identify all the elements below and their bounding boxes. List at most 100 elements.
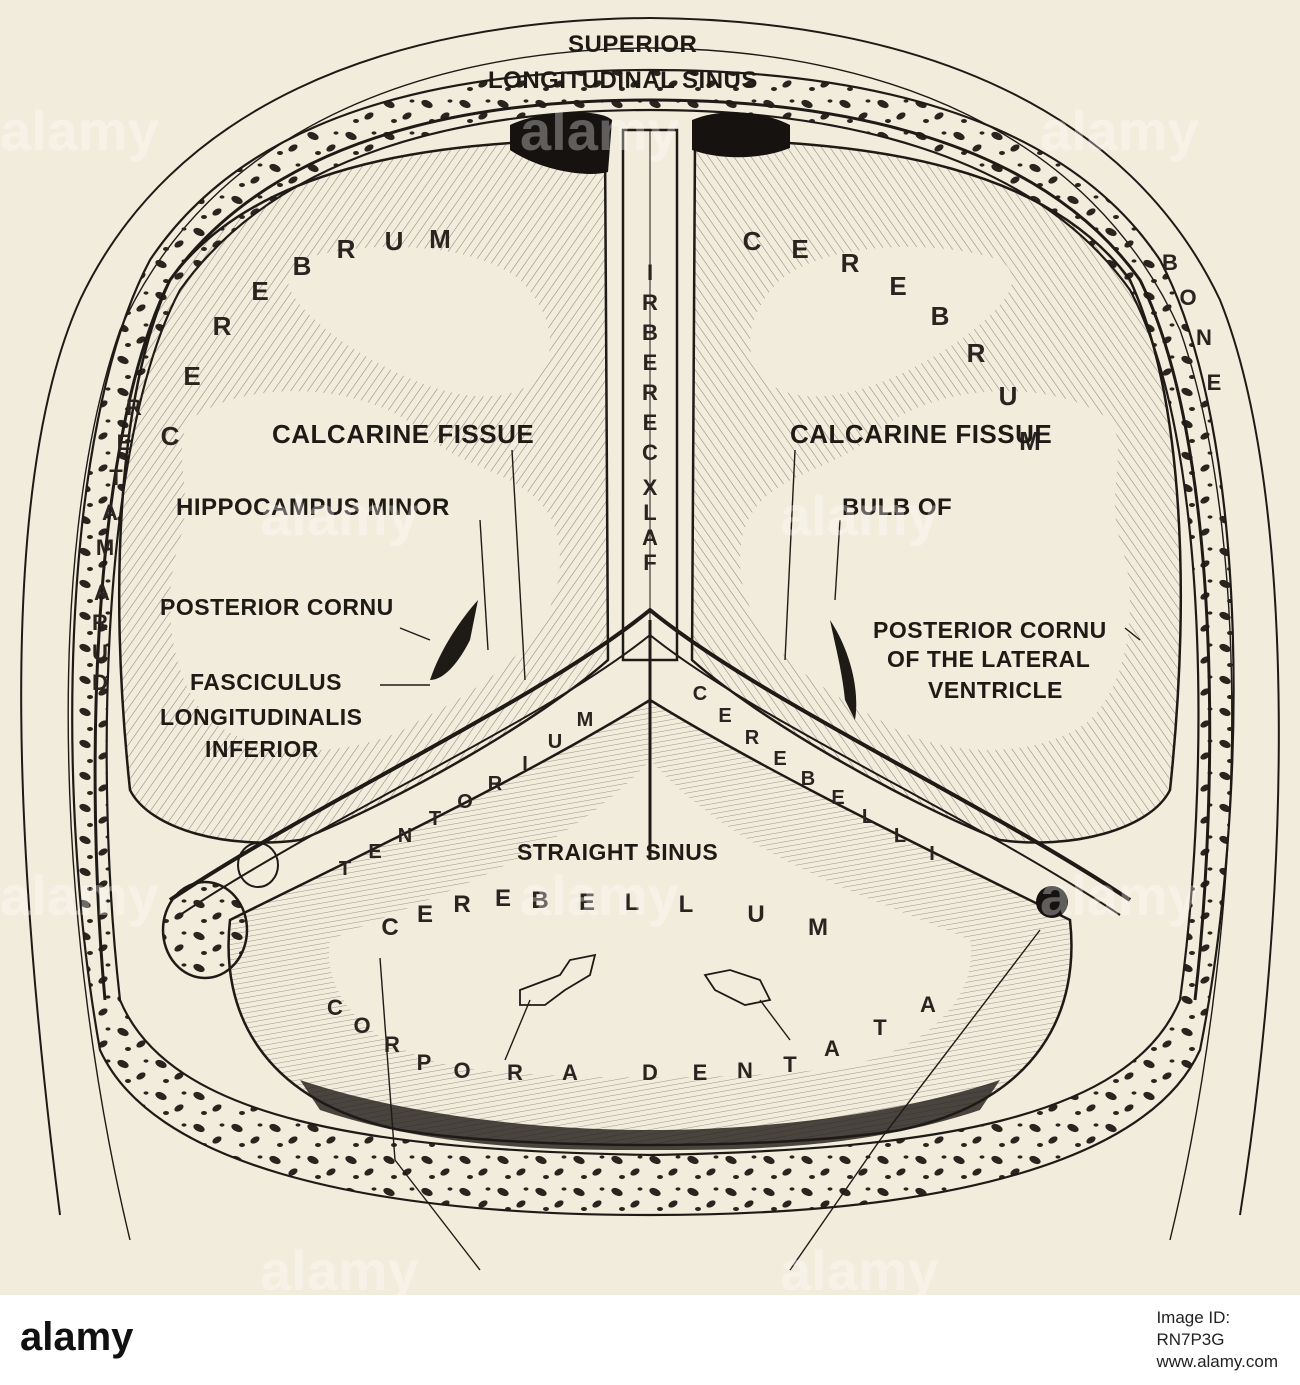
falx-letter: R — [642, 380, 658, 405]
cerebrum-left-letter: E — [183, 361, 200, 391]
label-superior: SUPERIOR — [568, 31, 697, 58]
falx-letter: E — [643, 350, 658, 375]
label-calcarine-fissue-left: CALCARINE FISSUE — [272, 419, 534, 449]
watermark: alamy — [0, 99, 159, 162]
cerebelli-letter: E — [773, 748, 786, 770]
falx-letter: R — [642, 290, 658, 315]
cerebellum-letter: E — [417, 901, 433, 928]
cerebelli-letter: L — [894, 825, 906, 847]
cerebelli-letter: I — [929, 843, 935, 865]
corpora-letter: N — [737, 1058, 753, 1083]
dura-letter: A — [102, 500, 118, 525]
cerebelli-letter: E — [718, 705, 731, 727]
scalp-outline — [20, 16, 1280, 1216]
cerebrum-left-letter: B — [293, 251, 312, 281]
label-longitudinal-sinus: LONGITUDINAL SINUS — [488, 67, 758, 94]
lateral-sinus-right — [1036, 886, 1068, 918]
bone-letter: N — [1196, 325, 1212, 350]
corpora-letter: P — [417, 1050, 432, 1075]
label-posterior-cornu-right-2: OF THE LATERAL — [887, 646, 1090, 672]
stock-footer: alamy Image ID: RN7P3G www.alamy.com — [0, 1295, 1300, 1385]
falx-letter: E — [643, 410, 658, 435]
cerebellum-letter: B — [531, 887, 548, 914]
posterior-cornu-right-shape — [830, 620, 857, 720]
label-fasciculus: FASCICULUS — [190, 669, 342, 695]
falx-letter: L — [643, 500, 656, 525]
cerebrum-left-letters: C E R E B R U M — [161, 224, 451, 451]
alamy-logo: alamy — [20, 1315, 134, 1359]
bone-letter: B — [1162, 250, 1178, 275]
falx-letter: I — [647, 260, 653, 285]
corpora-letter: C — [327, 995, 343, 1020]
tentorium-letter: M — [577, 709, 594, 731]
cerebellum-letter: E — [495, 885, 511, 912]
watermark: alamy — [1040, 864, 1199, 927]
label-posterior-cornu-right-3: VENTRICLE — [928, 677, 1063, 703]
watermark: alamy — [520, 99, 679, 162]
cerebrum-left-letter: E — [251, 276, 268, 306]
cerebrum-right-letter: M — [1019, 426, 1041, 456]
cerebellum-letter: U — [747, 901, 764, 928]
corpora-letter: D — [642, 1060, 658, 1085]
watermark: alamy — [260, 1239, 419, 1295]
label-posterior-cornu-right-1: POSTERIOR CORNU — [873, 617, 1107, 643]
leader-lines — [379, 449, 1141, 1271]
cerebelli-letter: B — [801, 768, 815, 790]
cerebrum-right-letter: B — [931, 301, 950, 331]
corpora-letter: O — [453, 1058, 470, 1083]
falx-letter: F — [643, 550, 656, 575]
corpora-letter: T — [873, 1015, 887, 1040]
dura-letter: D — [92, 670, 108, 695]
cerebelli-letter: L — [862, 806, 874, 828]
corpora-letter: O — [353, 1013, 370, 1038]
corpora-dentata-letters: C O R P O R A D E N T A T A — [327, 992, 936, 1085]
watermarks: alamy alamy alamy alamy alamy alamy alam… — [0, 99, 1199, 1295]
label-posterior-cornu-left: POSTERIOR CORNU — [160, 594, 394, 620]
dura-mater-letters: D U R A M A T E R — [92, 395, 142, 695]
dura-letter: R — [92, 610, 108, 635]
dura-letter: R — [126, 395, 142, 420]
tentorium-letter: U — [548, 731, 562, 753]
dura-letter: U — [92, 640, 108, 665]
lateral-sinus-left-small — [237, 842, 279, 888]
tentorium-letter: T — [429, 808, 441, 830]
tentorium-letter: E — [368, 841, 381, 863]
cerebellum-letter: L — [625, 889, 640, 916]
falx-letter: X — [643, 475, 658, 500]
cerebrum-left-letter: C — [161, 421, 180, 451]
image-id: RN7P3G — [1156, 1330, 1225, 1349]
dura-letter: E — [117, 430, 132, 455]
tentorium-letters: T E N T O R I U M — [339, 709, 593, 880]
watermark: alamy — [520, 864, 679, 927]
watermark: alamy — [0, 864, 159, 927]
tentorium-letter: R — [488, 773, 503, 795]
bone-letters: B O N E — [1162, 250, 1221, 395]
cerebelli-letter: E — [831, 787, 844, 809]
superior-longitudinal-sinus — [510, 112, 612, 174]
brain-section-illustration: C E R E B R U M C E R E B R U M F A L X … — [0, 16, 1280, 1295]
image-id-label: Image ID: — [1156, 1308, 1231, 1327]
label-longitudinalis: LONGITUDINALIS — [160, 704, 363, 730]
cerebellum-letter: C — [381, 914, 398, 941]
tentorium-letter: O — [457, 791, 473, 813]
engraving-plate: C E R E B R U M C E R E B R U M F A L X … — [0, 0, 1300, 1295]
cerebrum-right-letters: C E R E B R U M — [743, 226, 1041, 456]
cerebrum-right-letter: U — [999, 381, 1018, 411]
posterior-cornu-left-shape — [430, 600, 478, 680]
image-meta: Image ID: RN7P3G www.alamy.com — [1156, 1307, 1278, 1373]
corpora-letter: A — [824, 1036, 840, 1061]
tentorium-cerebelli — [168, 607, 1132, 902]
white-matter — [170, 246, 1130, 750]
falx-letter: B — [642, 320, 658, 345]
bone-letter: O — [1179, 285, 1196, 310]
tentorium-letter: N — [398, 825, 412, 847]
cerebrum-right-letter: R — [841, 248, 860, 278]
lateral-sinus-left — [161, 880, 249, 980]
corpora-letter: A — [920, 992, 936, 1017]
dura-letter: T — [109, 465, 123, 490]
cerebrum-right-letter: E — [889, 271, 906, 301]
falx-cerebri-letters: F A L X C E R E B R I — [642, 260, 658, 575]
watermark: alamy — [260, 484, 419, 547]
cerebrum-right-letter: E — [791, 234, 808, 264]
cerebellum-letter: R — [453, 891, 470, 918]
